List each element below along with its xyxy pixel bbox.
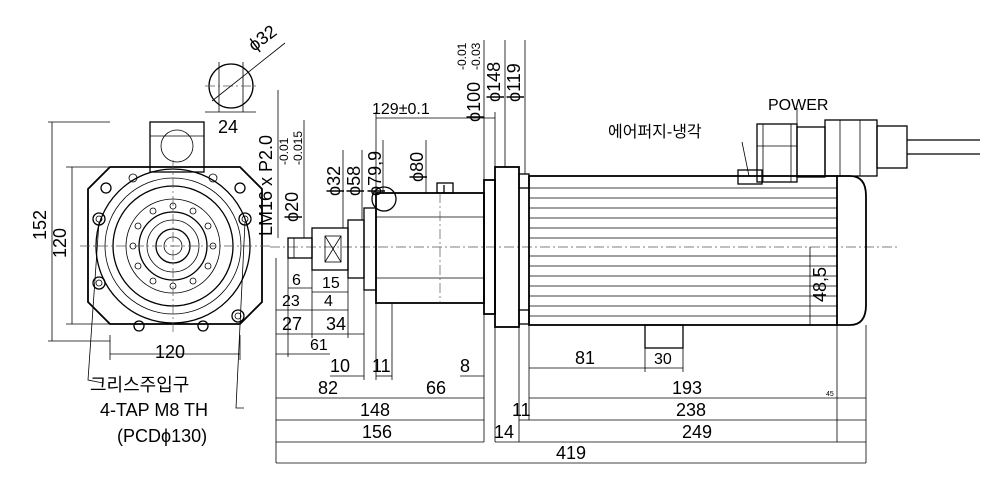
pcd-label: (PCDϕ130) xyxy=(117,426,207,446)
dim-23: 23 xyxy=(282,293,300,310)
front-w120-label: 120 xyxy=(155,342,185,362)
tap-holes xyxy=(92,173,252,332)
front-d32-label: ϕ32 xyxy=(244,21,280,55)
dim-6: 6 xyxy=(292,272,301,289)
dim-82: 82 xyxy=(318,378,338,398)
dim-14: 14 xyxy=(494,422,514,442)
air-purge-label: 에어퍼지-냉각 xyxy=(608,123,702,141)
dim-238: 238 xyxy=(676,400,706,420)
dim-d32: ϕ32 xyxy=(324,166,344,196)
dim-34: 34 xyxy=(326,314,346,334)
dim-d100-tol-upper: -0.01 xyxy=(455,42,469,70)
dim-419: 419 xyxy=(556,443,586,463)
dim-11a: 11 xyxy=(372,356,391,376)
dim-45: 45 xyxy=(826,391,834,398)
front-w24-label: 24 xyxy=(218,117,238,137)
tap-label: 4-TAP M8 TH xyxy=(100,400,208,420)
dim-30: 30 xyxy=(654,351,672,368)
dim-d20-tol-upper: -0.01 xyxy=(277,137,291,165)
dim-48-5: 48,5 xyxy=(810,267,830,302)
side-view: POWER 에어퍼지-냉각 129±0.1 ϕ100 -0.01 -0.03 ϕ… xyxy=(256,40,980,464)
dim-d100: ϕ100 xyxy=(464,82,484,122)
dim-d148: ϕ148 xyxy=(484,62,504,102)
dim-61: 61 xyxy=(310,337,328,354)
dim-156: 156 xyxy=(362,422,392,442)
dim-4: 4 xyxy=(324,293,333,310)
front-view: ϕ32 24 xyxy=(30,21,286,446)
front-h120-label: 120 xyxy=(50,228,70,258)
dim-27: 27 xyxy=(282,314,302,334)
dim-10: 10 xyxy=(330,356,350,376)
dim-15: 15 xyxy=(322,275,340,292)
dim-249: 249 xyxy=(682,422,712,442)
dim-11b: 11 xyxy=(512,400,531,420)
dim-81: 81 xyxy=(575,348,595,368)
dim-148: 148 xyxy=(360,400,390,420)
dim-d79: ϕ79,9 xyxy=(365,151,385,196)
grease-inlet-label: 그리스주입구 xyxy=(90,375,189,395)
dim-66: 66 xyxy=(426,378,446,398)
dim-d80: ϕ80 xyxy=(407,152,427,182)
dim-129: 129±0.1 xyxy=(372,101,430,118)
cooling-fins xyxy=(529,187,837,317)
dim-d58: ϕ58 xyxy=(344,166,364,196)
power-label: POWER xyxy=(768,97,828,114)
dim-d119: ϕ119 xyxy=(504,63,524,102)
dim-d100-tol-lower: -0.03 xyxy=(469,42,483,70)
dim-193: 193 xyxy=(672,378,702,398)
dim-d20-tol-lower: -0.015 xyxy=(291,131,305,165)
front-h152-label: 152 xyxy=(30,210,50,240)
dim-d20: ϕ20 xyxy=(282,192,302,222)
dim-thread: LM16 x P2.0 xyxy=(256,135,276,236)
dim-8: 8 xyxy=(460,356,470,376)
